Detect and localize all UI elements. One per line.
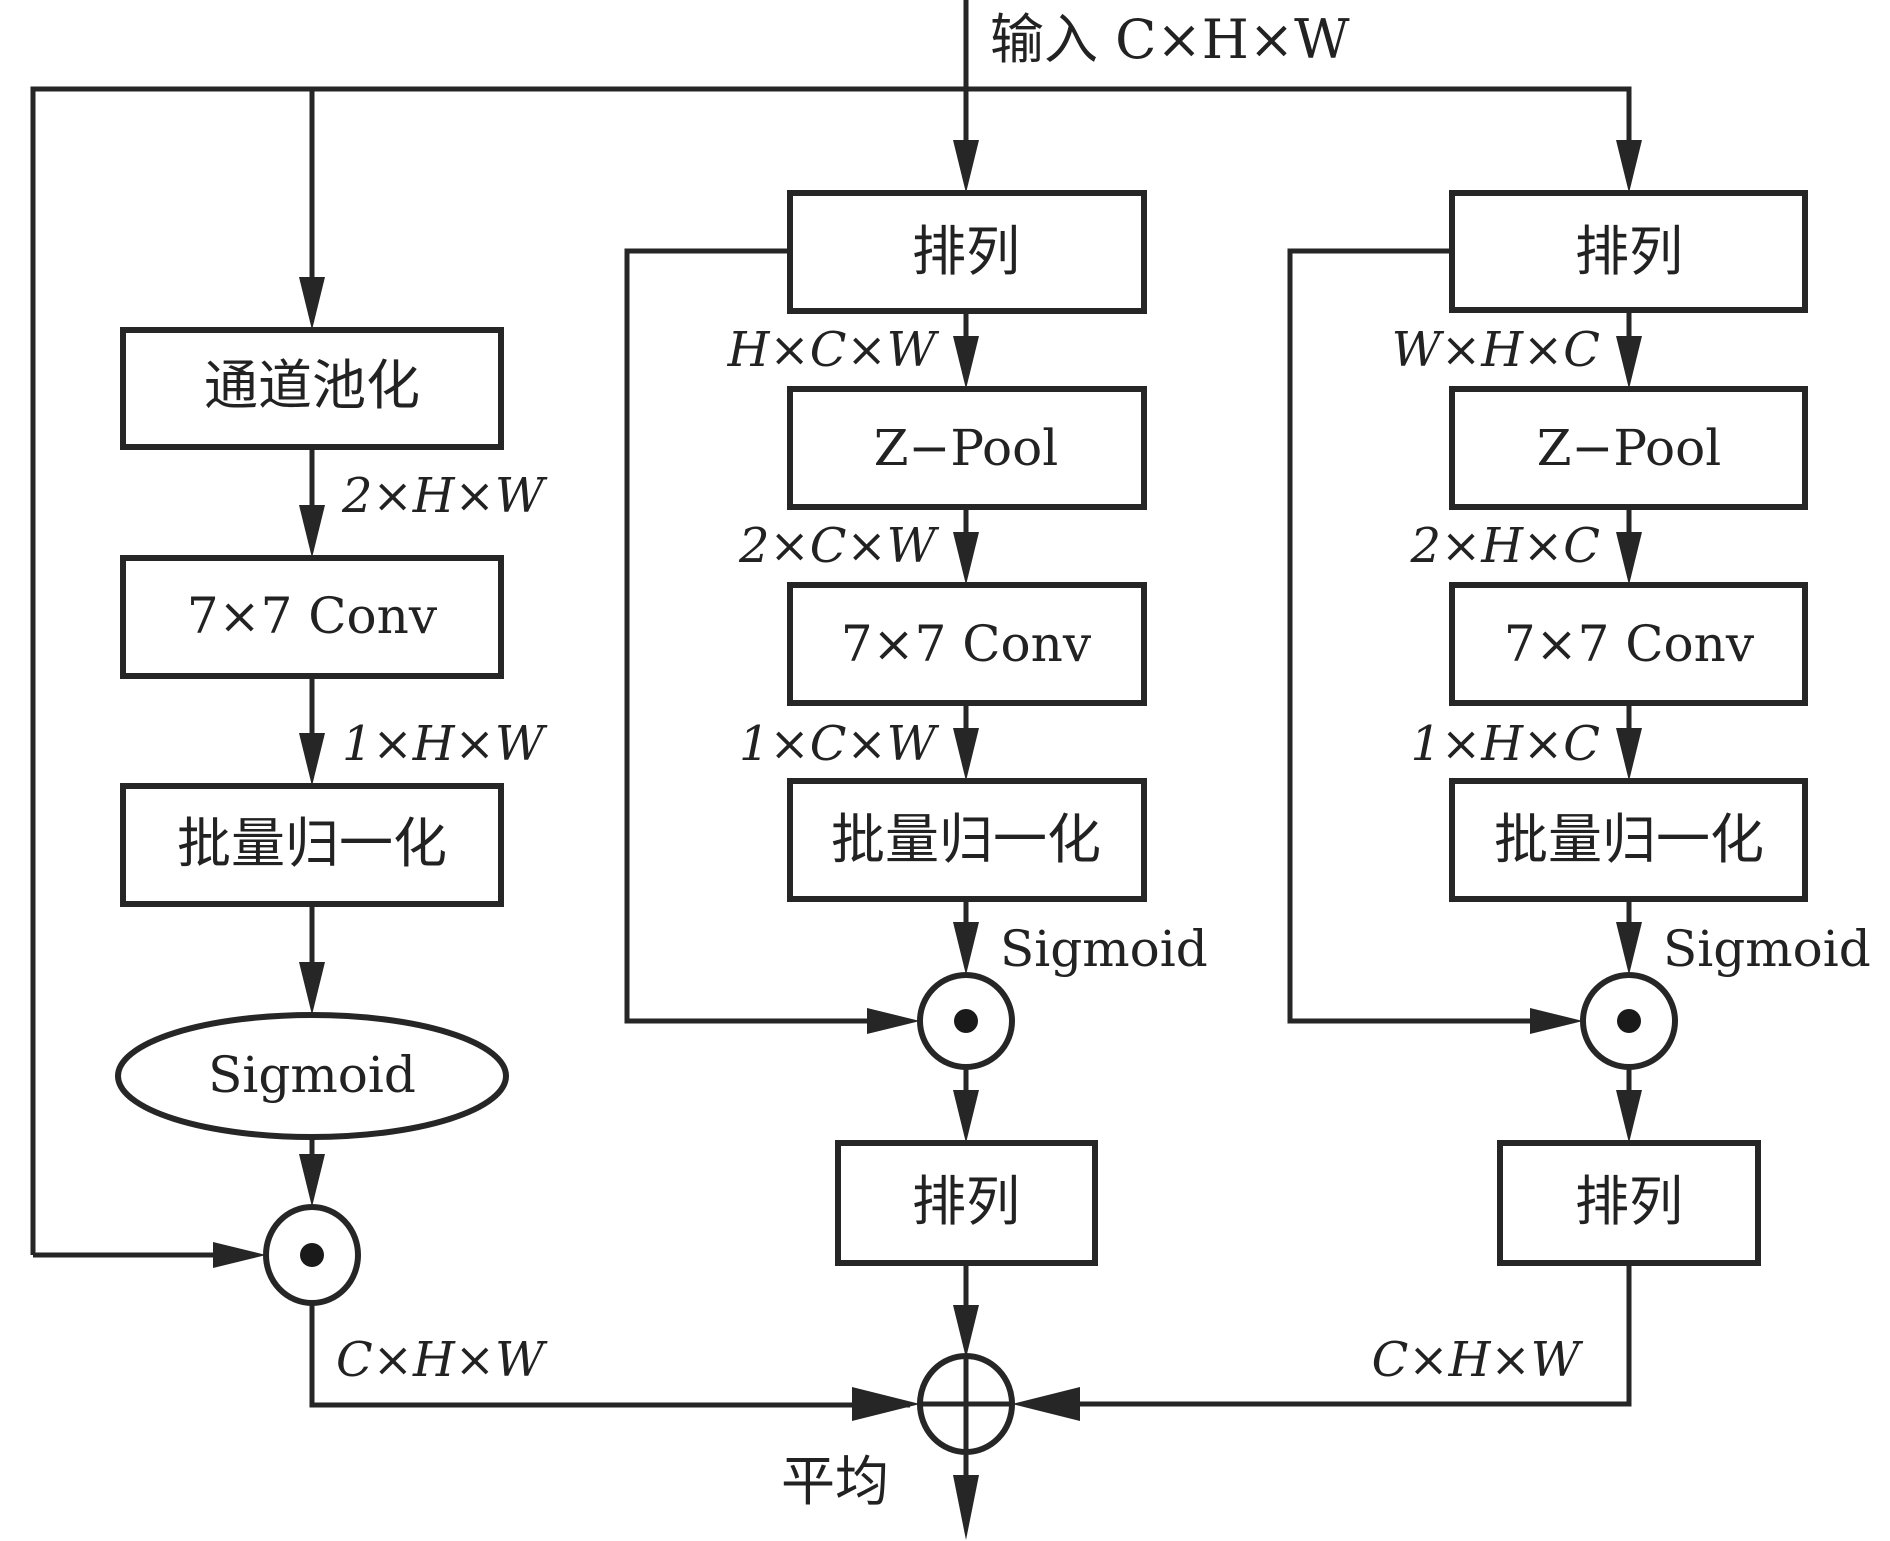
right-batchnorm-box [1449,778,1808,902]
middle-zpool-label: Z−Pool [874,419,1058,477]
left-batchnorm-label: 批量归一化 [177,812,447,875]
middle-batchnorm-box [787,778,1147,902]
right-skip-line [1287,248,1570,1024]
arrow-down-icon [1616,1090,1642,1143]
right-batchnorm-label: 批量归一化 [1494,808,1764,871]
middle-multiply-icon [917,972,1015,1070]
arrow-down-icon [1616,140,1642,193]
middle-conv-label: 7×7 Conv [841,615,1092,673]
left-dim-after-conv: 1×H×W [342,716,548,772]
middle-dim-after-permute: H×C×W [727,322,940,378]
middle-zpool-box [787,386,1147,510]
arrow-down-icon [299,277,325,330]
channel-pool-box [120,327,504,450]
arrow-down-icon [953,1090,979,1143]
arrow-right-icon [213,1242,266,1268]
middle-batchnorm-label: 批量归一化 [831,808,1101,871]
arrow-down-icon [1616,922,1642,975]
arrow-left-icon [1012,1387,1080,1421]
input-label: 输入 C×H×W [990,8,1350,71]
right-dim-after-conv: 1×H×C [1410,716,1600,772]
right-sigmoid-label: Sigmoid [1663,920,1871,978]
right-multiply-icon [1580,972,1678,1070]
arrow-down-icon [1616,336,1642,389]
right-dim-after-zpool: 2×H×C [1409,518,1600,574]
middle-permute-in-box [787,190,1147,314]
middle-permute-out-label: 排列 [912,1170,1020,1233]
right-output-line [1080,1263,1632,1407]
arrow-down-icon [953,1305,979,1358]
middle-conv-box [787,582,1147,706]
arrow-down-icon [299,962,325,1015]
arrow-down-icon [953,1475,979,1540]
right-output-dim: C×H×W [1372,1332,1584,1388]
arrow-down-icon [953,336,979,389]
middle-permute-out-box [835,1140,1098,1266]
right-conv-label: 7×7 Conv [1504,615,1755,673]
input-distribution-line [30,86,1632,1255]
channel-pool-label: 通道池化 [204,354,420,417]
left-dim-after-pool: 2×H×W [341,468,548,524]
arrow-down-icon [299,1154,325,1207]
right-dim-after-permute: W×H×C [1392,322,1600,378]
arrow-right-icon [867,1008,920,1034]
right-permute-out-label: 排列 [1575,1170,1683,1233]
merge-label: 平均 [781,1450,889,1513]
arrow-right-icon [852,1387,920,1421]
arrow-right-icon [1530,1008,1583,1034]
arrow-down-icon [953,532,979,585]
arrow-down-icon [299,733,325,786]
sum-icon [917,1353,1015,1455]
middle-permute-in-label: 排列 [912,220,1020,283]
arrow-down-icon [953,140,979,193]
left-sigmoid-label: Sigmoid [208,1046,416,1104]
arrow-down-icon [953,922,979,975]
arrow-down-icon [299,505,325,558]
middle-dim-after-zpool: 2×C×W [738,518,940,574]
arrow-down-icon [953,728,979,781]
left-output-dim: C×H×W [336,1332,548,1388]
left-output-line [309,1303,910,1408]
arrow-down-icon [1616,728,1642,781]
left-conv-label: 7×7 Conv [187,587,438,645]
middle-sigmoid-label: Sigmoid [1000,920,1208,978]
arrow-down-icon [1616,532,1642,585]
right-permute-in-label: 排列 [1575,220,1683,283]
right-zpool-label: Z−Pool [1537,419,1721,477]
arrowheads [213,140,1642,1540]
middle-dim-after-conv: 1×C×W [739,716,940,772]
middle-skip-line [624,248,906,1024]
left-multiply-icon [263,1204,361,1306]
right-conv-box [1449,582,1808,706]
